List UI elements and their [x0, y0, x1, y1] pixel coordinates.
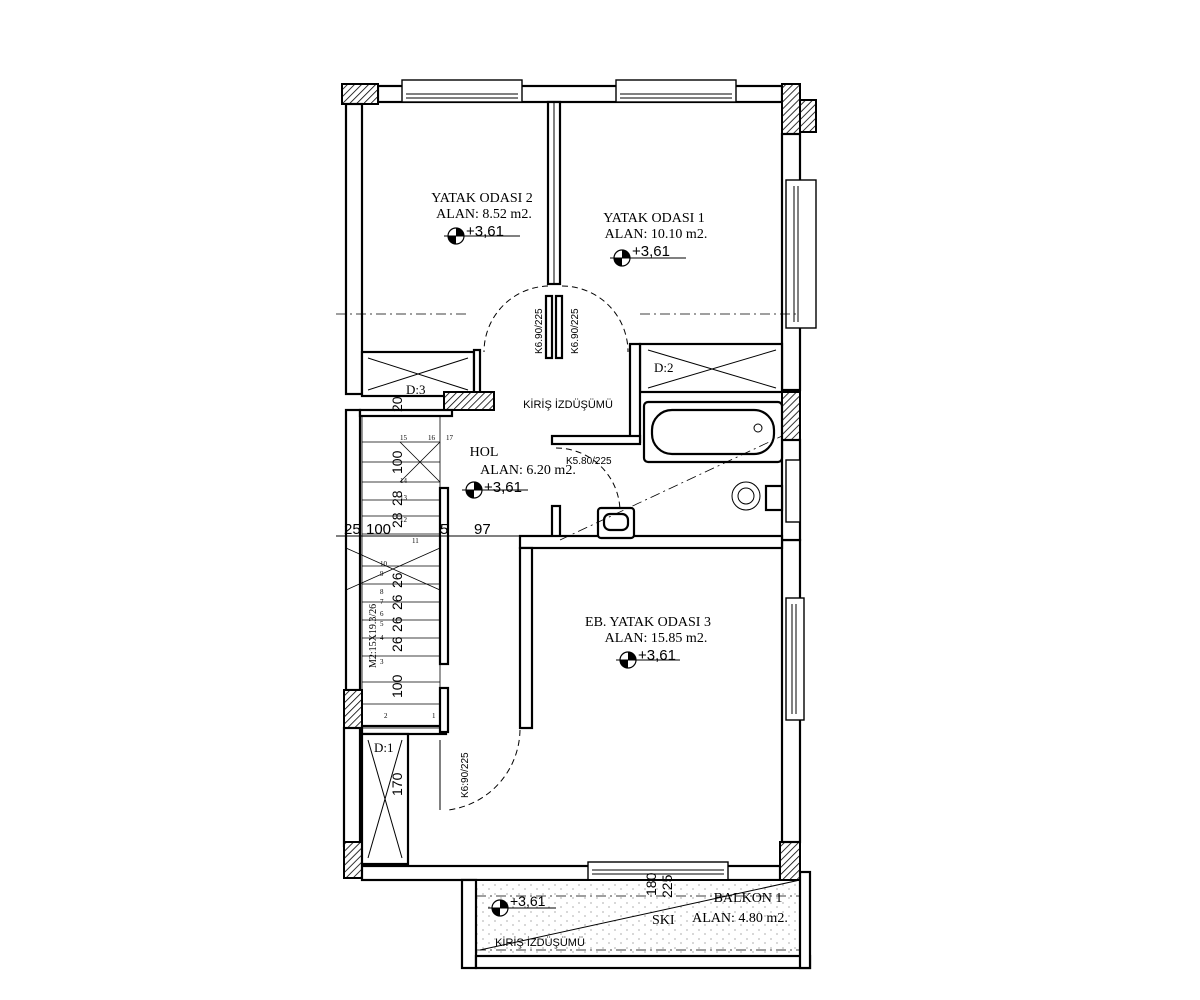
stair-step-number: 8 [380, 588, 384, 596]
room-area-hol: ALAN: 6.20 m2. [480, 463, 576, 478]
dim-28a: 28 [389, 490, 405, 506]
toilet [731, 481, 761, 511]
door-label-k6-bottom: K6:90/225 [460, 752, 471, 798]
door-label-k5: K5.80/225 [566, 456, 612, 467]
label-d2: D:2 [654, 360, 674, 375]
label-d1: D:1 [374, 740, 394, 755]
level-marker-bedroom-3 [616, 651, 680, 669]
room-level-yatak-odasi-2: +3,61 [466, 223, 504, 240]
door-swings [439, 285, 629, 811]
stair-step-number: 2 [384, 712, 388, 720]
stair-step-number: 17 [446, 434, 454, 442]
window-top-right [615, 79, 737, 103]
column-right-bath [781, 391, 801, 441]
dim-225: 225 [659, 874, 675, 898]
level-marker-hol [462, 481, 528, 499]
column-top-right [781, 83, 801, 135]
stair-step-numbers: 15 16 17 14 13 12 11 10 9 8 7 6 5 4 3 2 1 [380, 434, 454, 720]
room-name-yatak-odasi-2: YATAK ODASI 2 [431, 191, 533, 206]
room-level-balkon-1: +3,61 [510, 893, 546, 909]
room-name-yatak-odasi-1: YATAK ODASI 1 [603, 211, 705, 226]
column-mid-left [343, 689, 363, 729]
column-hall [443, 391, 495, 411]
window-right-lower [785, 597, 805, 721]
room-name-eb-yatak-odasi-3: EB. YATAK ODASI 3 [585, 615, 711, 630]
room-area-yatak-odasi-2: ALAN: 8.52 m2. [436, 207, 532, 222]
level-marker-bedroom-1 [610, 249, 686, 267]
label-kiris-izdusumu: KİRİŞ İZDÜŞÜMÜ [523, 398, 613, 411]
column-bottom-right [779, 841, 801, 881]
dim-28b: 28 [389, 512, 405, 528]
dim-26d: 26 [389, 636, 405, 652]
stair-step-number: 13 [400, 494, 408, 502]
stair-step-number: 16 [428, 434, 436, 442]
level-marker-bedroom-2 [444, 227, 520, 245]
label-ski: SKI [652, 913, 675, 928]
staircase [345, 415, 441, 729]
stair-step-number: 7 [380, 598, 384, 606]
windows [401, 79, 817, 881]
dim-26b: 26 [389, 594, 405, 610]
door-label-k6-left: K6.90/225 [534, 308, 545, 354]
balcony [460, 870, 812, 970]
window-right-upper [785, 179, 817, 329]
label-stair-spec: M2:15X19.3/26 [368, 604, 379, 668]
window-bath [785, 459, 801, 523]
label-d3: D:3 [406, 382, 426, 397]
stair-step-number: 10 [380, 560, 388, 568]
dim-100-lower: 100 [389, 674, 405, 698]
dim-97: 97 [474, 521, 491, 538]
room-level-eb-yatak-odasi-3: +3,61 [638, 647, 676, 664]
dim-100-h: 100 [366, 521, 391, 538]
level-marker-balcony [488, 899, 556, 917]
door-label-k6-right: K6.90/225 [570, 308, 581, 354]
dim-170: 170 [389, 772, 405, 796]
room-area-eb-yatak-odasi-3: ALAN: 15.85 m2. [605, 631, 708, 646]
column-bottom-left [343, 841, 363, 879]
room-name-balkon-1: BALKON 1 [714, 891, 783, 906]
label-kiris-izdusumu-balcony: KİRİŞ İZDÜŞÜMÜ [495, 936, 585, 949]
dim-26c: 26 [389, 616, 405, 632]
stair-step-number: 5 [380, 620, 384, 628]
outer-walls [341, 83, 817, 882]
stair-step-number: 15 [400, 434, 408, 442]
dim-5: 5 [440, 521, 448, 538]
dim-20: 20 [389, 396, 405, 412]
dim-25: 25 [344, 521, 361, 538]
dim-180: 180 [643, 872, 659, 896]
dim-26a: 26 [389, 572, 405, 588]
room-area-yatak-odasi-1: ALAN: 10.10 m2. [605, 227, 708, 242]
stair-step-number: 12 [400, 516, 408, 524]
room-area-balkon-1: ALAN: 4.80 m2. [692, 911, 788, 926]
room-level-hol: +3,61 [484, 479, 522, 496]
window-top-left [401, 79, 523, 103]
column-top-left [341, 83, 379, 105]
stair-step-number: 6 [380, 610, 384, 618]
stair-step-number: 1 [432, 712, 436, 720]
room-name-hol: HOL [470, 445, 499, 460]
stair-step-number: 9 [380, 570, 384, 578]
stair-step-number: 11 [412, 537, 419, 545]
dim-100-upper: 100 [389, 450, 405, 474]
stair-step-number: 14 [400, 477, 408, 485]
bathroom-fixtures [559, 400, 784, 541]
room-level-yatak-odasi-1: +3,61 [632, 243, 670, 260]
stair-step-number: 4 [380, 634, 384, 642]
stair-step-number: 3 [380, 658, 384, 666]
interior-walls [358, 100, 784, 866]
